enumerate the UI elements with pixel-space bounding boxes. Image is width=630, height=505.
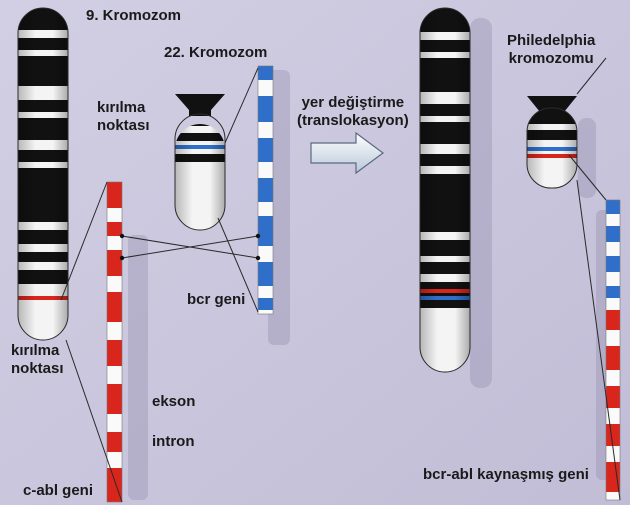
- philadelphia-line-1: Philedelphia: [507, 32, 595, 50]
- breakpoint-9-line-1: kırılma: [11, 342, 64, 360]
- derivative-chromosome-9: [420, 8, 470, 372]
- breakpoint-9-label: kırılma noktası: [11, 342, 64, 378]
- chromosome-9-label: 9. Kromozom: [86, 7, 181, 25]
- translocation-line-2: (translokasyon): [297, 112, 409, 130]
- exon-label: ekson: [152, 393, 195, 411]
- c-abl-gene-strip: [107, 182, 122, 502]
- breakpoint-22-line-1: kırılma: [97, 99, 150, 117]
- philadelphia-line-2: kromozomu: [507, 50, 595, 68]
- bcr-gene-label: bcr geni: [187, 291, 245, 309]
- intron-label: intron: [152, 433, 195, 451]
- breakpoint-9-line-2: noktası: [11, 360, 64, 378]
- bcr-gene-strip: [258, 66, 273, 314]
- philadelphia-label: Philedelphia kromozomu: [507, 32, 595, 68]
- translocation-label: yer değiştirme (translokasyon): [297, 94, 409, 130]
- bcr-abl-fusion-gene-label: bcr-abl kaynaşmış geni: [423, 466, 589, 484]
- breakpoint-22-label: kırılma noktası: [97, 99, 150, 135]
- chromosome-9: [18, 8, 68, 340]
- c-abl-gene-label: c-abl geni: [23, 482, 93, 500]
- breakpoint-22-line-2: noktası: [97, 117, 150, 135]
- chromosome-22-label: 22. Kromozom: [164, 44, 267, 62]
- bcr-abl-fusion-strip: [606, 200, 620, 500]
- translocation-line-1: yer değiştirme: [297, 94, 409, 112]
